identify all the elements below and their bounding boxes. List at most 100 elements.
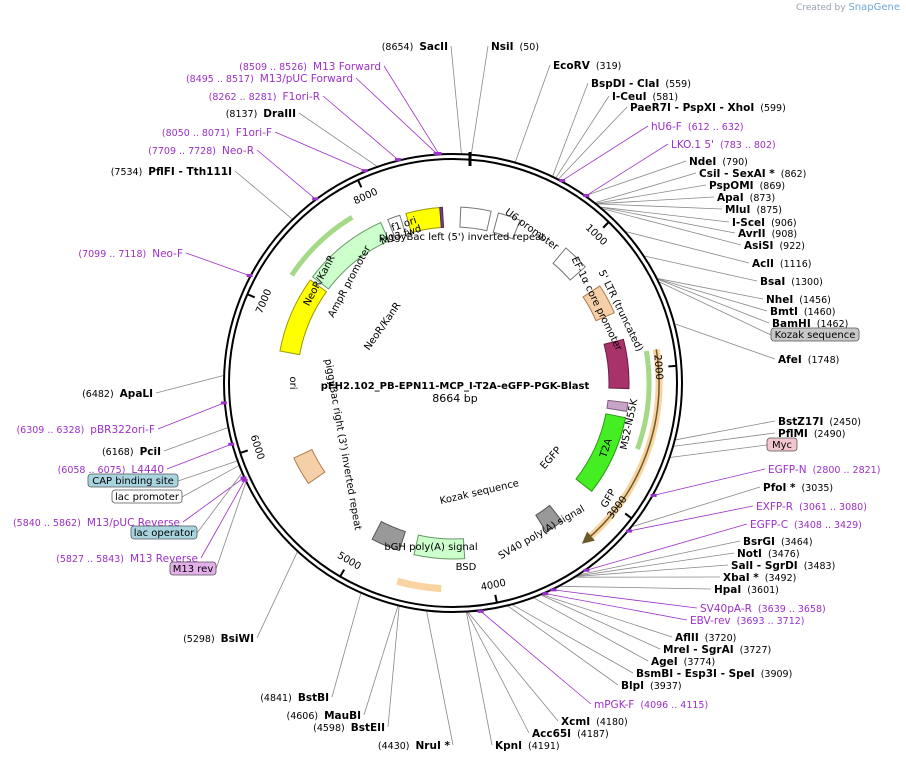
tag-box [130, 525, 198, 540]
feature-bgh-poly-a-signal [371, 520, 406, 552]
site-agei[interactable]: AgeI(3774) [651, 656, 715, 668]
primer-name: SV40pA-R(3639 .. 3658) [700, 603, 826, 615]
primer-pbr322ori-f[interactable]: (6309 .. 6328)pBR322ori-F [16, 401, 227, 436]
site-bstz17i[interactable]: BstZ17I(2450) [778, 416, 861, 428]
primer-name-text: EGFP-C [750, 519, 788, 531]
primer-marker [477, 609, 484, 613]
primer-m13-puc-forward[interactable]: (8495 .. 8517)M13/pUC Forward [186, 73, 440, 156]
site-xcmi[interactable]: XcmI(4180) [561, 716, 628, 728]
plasmid-size: 8664 bp [432, 392, 477, 405]
site-i-ceui[interactable]: I-CeuI(581) [612, 91, 678, 103]
enzyme-name: CsiI - SexAI *(862) [699, 168, 806, 180]
primer-egfp-n[interactable]: EGFP-N(2800 .. 2821) [650, 464, 881, 497]
primer-name: (7709 .. 7728)Neo-R [148, 145, 254, 157]
leader-line [541, 594, 661, 650]
primer-lko-1-5[interactable]: LKO.1 5'(783 .. 802) [583, 139, 776, 198]
tag-myc[interactable]: Myc [766, 437, 798, 452]
tag-lac-operator[interactable]: lac operator [130, 525, 198, 540]
site-acc65i[interactable]: Acc65I(4187) [532, 728, 609, 740]
site-sacii[interactable]: (8654)SacII [382, 41, 448, 53]
primer-neo-f[interactable]: (7099 .. 7118)Neo-F [78, 248, 253, 278]
site-apali[interactable]: (6482)ApaLI [82, 388, 153, 400]
site-aflii[interactable]: AflII(3720) [675, 632, 736, 644]
site-apai[interactable]: ApaI(873) [717, 192, 775, 204]
leader-line [558, 106, 628, 180]
site-hpai[interactable]: HpaI(3601) [714, 584, 779, 596]
primer-ebv-rev[interactable]: EBV-rev(3693 .. 3712) [542, 592, 805, 627]
primer-f1ori-r[interactable]: (8262 .. 8281)F1ori-R [209, 91, 402, 162]
leader-line [674, 432, 776, 447]
site-maubi[interactable]: (4606)MauBI [286, 710, 361, 722]
site-bspdi-clai[interactable]: BspDI - ClaI(559) [591, 78, 691, 90]
site-pcii[interactable]: (6168)PciI [102, 446, 161, 458]
enzyme-name: MreI - SgrAI(3727) [663, 644, 771, 656]
tag-m13-rev[interactable]: M13 rev [169, 561, 217, 576]
site-draiii[interactable]: (8137)DraIII [226, 108, 296, 120]
site-ecorv[interactable]: EcoRV(319) [553, 60, 621, 72]
feature-gfp [575, 413, 627, 493]
site-bamhi[interactable]: BamHI(1462) [772, 318, 848, 330]
primer-neo-r[interactable]: (7709 .. 7728)Neo-R [148, 145, 319, 201]
enzyme-position: (1300) [791, 277, 823, 288]
primer-f1ori-f[interactable]: (8050 .. 8071)F1ori-F [162, 127, 368, 173]
site-kpni[interactable]: KpnI(4191) [495, 740, 560, 752]
site-nrui[interactable]: (4430)NruI * [378, 740, 451, 752]
site-nsii[interactable]: NsiI(50) [491, 41, 539, 53]
enzyme-position: (3601) [747, 585, 779, 596]
site-bsteii[interactable]: (4598)BstEII [313, 722, 385, 734]
primer-egfp-c[interactable]: EGFP-C(3408 .. 3429) [583, 519, 862, 572]
tick-label-5000: 5000 [335, 550, 363, 572]
site-mlui[interactable]: MluI(875) [725, 204, 782, 216]
site-bsmbi-esp3i-spei[interactable]: BsmBI - Esp3I - SpeI(3909) [636, 668, 792, 680]
leader-line [256, 552, 298, 639]
site-asisi[interactable]: AsiSI(922) [744, 240, 805, 252]
site-xbai[interactable]: XbaI *(3492) [723, 572, 796, 584]
site-bstbi[interactable]: (4841)BstBI [260, 692, 329, 704]
site-bsai[interactable]: BsaI(1300) [760, 276, 823, 288]
site-bsrgi[interactable]: BsrGI(3464) [743, 536, 813, 548]
primer-name-text: EXFP-R [756, 501, 793, 513]
enzyme-position: (581) [652, 92, 678, 103]
site-pspomi[interactable]: PspOMI(869) [709, 180, 785, 192]
site-bmti[interactable]: BmtI(1460) [770, 306, 835, 318]
leader-line [561, 125, 649, 181]
site-csii-sexai[interactable]: CsiI - SexAI *(862) [699, 168, 806, 180]
site-sali-sgrdi[interactable]: SalI - SgrDI(3483) [731, 560, 835, 572]
tag-kozak-sequence[interactable]: Kozak sequence [770, 327, 860, 342]
enzyme-position: (906) [771, 218, 797, 229]
enzyme-name-text: BstZ17I [778, 416, 823, 428]
enzyme-name-text: MreI - SgrAI [663, 644, 734, 656]
primer-mpgk-f[interactable]: mPGK-F(4096 .. 4115) [477, 609, 708, 711]
enzyme-name: KpnI(4191) [495, 740, 560, 752]
leader-line [586, 143, 669, 196]
site-acli[interactable]: AclI(1116) [752, 258, 811, 270]
tag-cap-binding-site[interactable]: CAP binding site [87, 473, 179, 488]
leader-line [578, 552, 735, 577]
site-noti[interactable]: NotI(3476) [737, 548, 800, 560]
site-afei[interactable]: AfeI(1748) [778, 354, 839, 366]
site-i-scei[interactable]: I-SceI(906) [732, 217, 797, 229]
site-ndei[interactable]: NdeI(790) [689, 156, 748, 168]
enzyme-name: NotI(3476) [737, 548, 800, 560]
site-pflmi[interactable]: PflMI(2490) [778, 428, 845, 440]
primer-l4440[interactable]: (6058 .. 6075)L4440 [58, 442, 235, 476]
tag-lac-promoter[interactable]: lac promoter [111, 489, 183, 504]
leader-line [450, 45, 462, 154]
site-pflfi-tth111i[interactable]: (7534)PflFI - Tth111I [111, 166, 232, 178]
primer-exfp-r[interactable]: EXFP-R(3061 .. 3080) [626, 501, 867, 533]
site-bsiwi[interactable]: (5298)BsiWI [183, 633, 254, 645]
site-paer7i-pspxi-xhoi[interactable]: PaeR7I - PspXI - XhoI(599) [630, 102, 786, 114]
site-pfoi[interactable]: PfoI *(3035) [763, 482, 833, 494]
primer-name-text: Neo-R [222, 145, 254, 157]
leader-line [553, 589, 698, 609]
primer-sv40pa-r[interactable]: SV40pA-R(3639 .. 3658) [550, 588, 826, 615]
site-blpi[interactable]: BlpI(3937) [621, 680, 682, 692]
site-nhei[interactable]: NheI(1456) [766, 294, 831, 306]
enzyme-name-text: ApaLI [120, 388, 153, 400]
site-mrei-sgrai[interactable]: MreI - SgrAI(3727) [663, 644, 771, 656]
enzyme-name: AgeI(3774) [651, 656, 715, 668]
site-avrii[interactable]: AvrII(908) [738, 228, 797, 240]
primer-name: (7099 .. 7118)Neo-F [78, 248, 183, 260]
primer-hu6-f[interactable]: hU6-F(612 .. 632) [559, 121, 744, 183]
leader-line [657, 278, 764, 300]
